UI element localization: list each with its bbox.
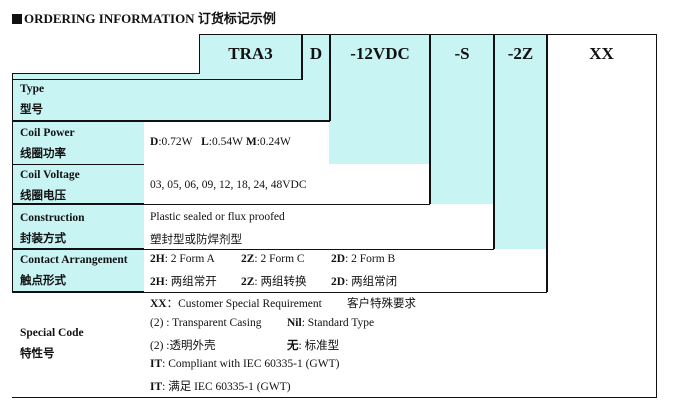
top-border-line [199,34,656,35]
contact-2z-cn: 2Z: 两组转换 [241,276,307,288]
code-12vdc: -12VDC [350,44,410,63]
coil-power-values: D:0.72W L:0.54W M:0.24W [150,136,291,148]
code-d: D [309,44,323,63]
contact-2z-en: 2Z: 2 Form C [241,253,305,265]
separator-d-12vdc [330,34,331,121]
construction-cn: 塑封型或防焊剂型 [150,234,242,246]
contact-2h-en: 2H: 2 Form A [150,253,215,265]
contact-2d-cn: 2D: 两组常闭 [331,276,398,288]
special-transparent-en: (2) : Transparent Casing [150,317,262,329]
code-2z: -2Z [507,44,534,63]
separator-2z-xx [547,34,548,292]
separator-tra3-d [302,34,303,80]
separator-12vdc-s [430,34,431,204]
special-standard-cn: 无: 标准型 [287,340,340,352]
special-it-cn: IT: 满足 IEC 60335-1 (GWT) [150,381,291,393]
code-tra3: TRA3 [228,44,273,63]
right-border-line [656,34,657,397]
cutout-bottom-line [12,73,200,74]
special-xx-line: XX：Customer Special Requirement [150,298,322,310]
row-line-contact [12,292,547,293]
special-it-en: IT: Compliant with IEC 60335-1 (GWT) [150,358,340,370]
row-line-construction [12,249,494,250]
code-s: -S [454,44,470,63]
desc-area-contact [144,249,546,292]
row-line-bottom [12,397,657,398]
cutout-right-line [199,34,200,74]
desc-area-coil-power [144,121,329,164]
cutout-top-left [11,33,199,73]
code-xx: XX [589,44,614,63]
construction-en: Plastic sealed or flux proofed [150,211,285,223]
row-line-coil-voltage [12,204,430,205]
row-line-type [12,121,330,122]
row-line-coil-power [12,164,144,165]
separator-s-2z [494,34,495,249]
special-transparent-cn: (2) :透明外壳 [150,340,216,352]
contact-2h-cn: 2H: 两组常开 [150,276,217,288]
desc-area-construction [144,204,493,249]
desc-area-coil-voltage [144,164,429,204]
special-xx-cn: 客户特殊要求 [347,298,416,310]
page-title: ORDERING INFORMATION 订货标记示例 [12,8,276,27]
contact-2d-en: 2D: 2 Form B [331,253,396,265]
special-nil: Nil: Standard Type [287,317,375,329]
square-bullet-icon [12,14,22,24]
coil-voltage-values: 03, 05, 06, 09, 12, 18, 24, 48VDC [150,179,307,191]
